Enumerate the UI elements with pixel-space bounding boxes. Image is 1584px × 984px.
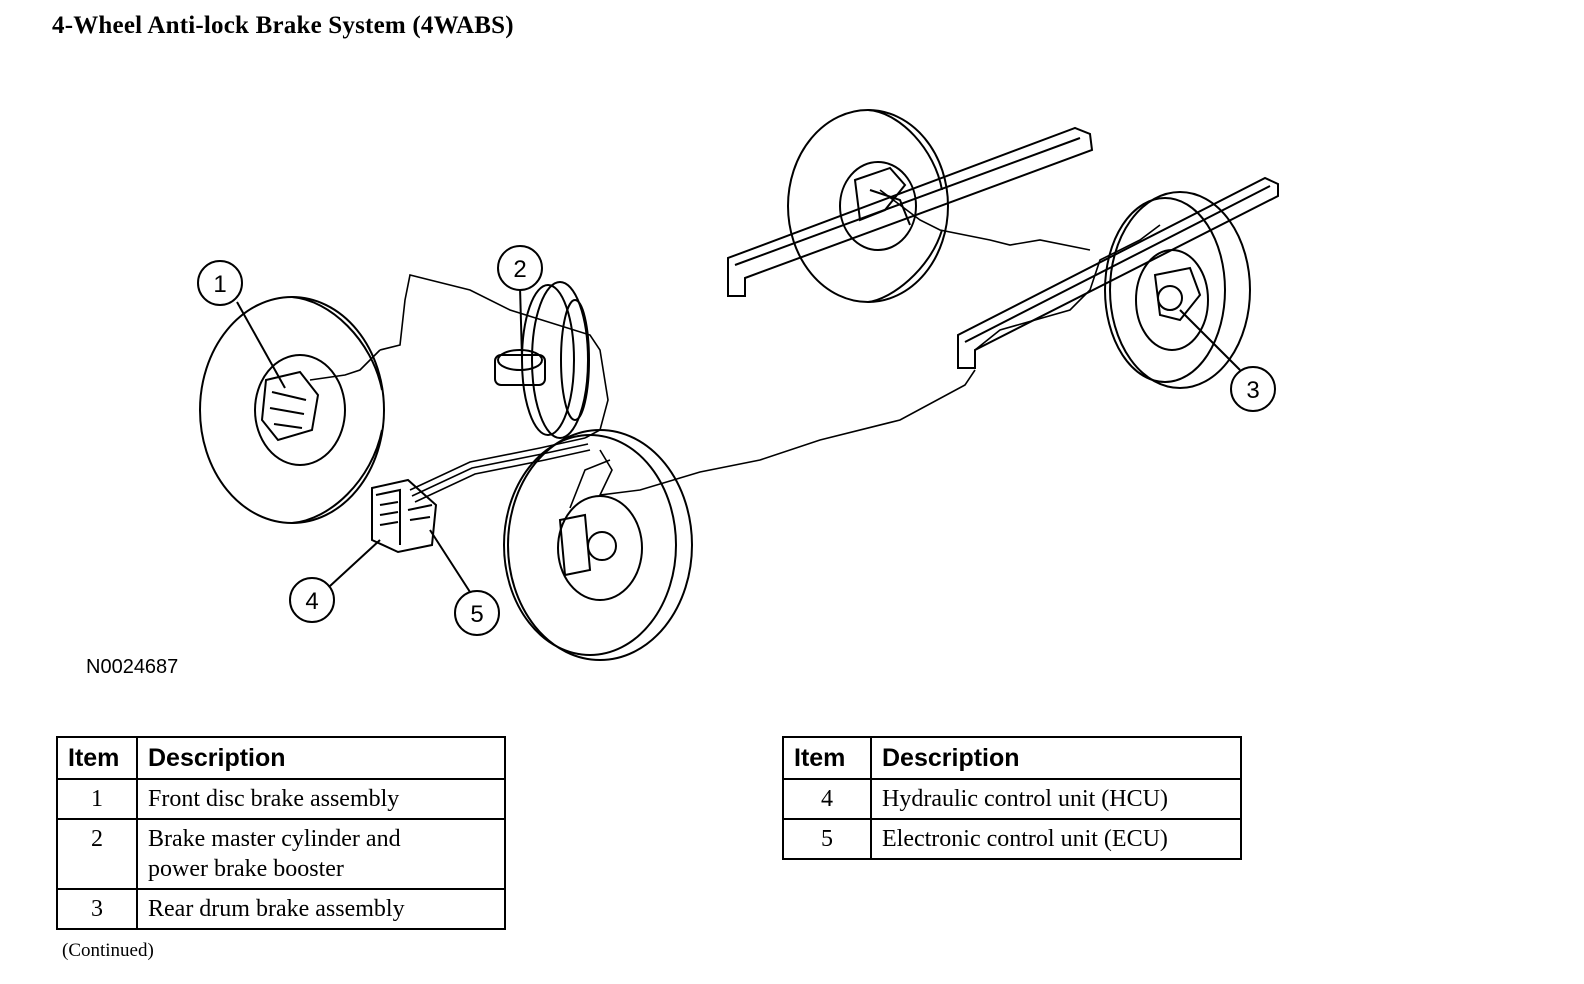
callout-3: 3: [1230, 366, 1276, 412]
header-item: Item: [56, 736, 138, 780]
table-header-row: Item Description: [782, 736, 1242, 780]
callout-4-label: 4: [305, 588, 318, 615]
continued-note: (Continued): [62, 940, 154, 961]
hcu-ecu-module: [371, 478, 438, 554]
item-number: 3: [56, 888, 138, 930]
callout-5: 5: [454, 590, 500, 636]
parts-table-left: Item Description 1 Front disc brake asse…: [56, 736, 506, 930]
master-cylinder-booster: [494, 281, 590, 439]
table-row: 1 Front disc brake assembly: [56, 778, 506, 820]
leader-lines: [236, 286, 1241, 593]
callout-2: 2: [497, 245, 543, 291]
item-description: Electronic control unit (ECU): [870, 818, 1242, 860]
parts-table-right: Item Description 4 Hydraulic control uni…: [782, 736, 1242, 860]
item-description: Brake master cylinder and power brake bo…: [136, 818, 506, 890]
callout-2-label: 2: [513, 256, 526, 283]
table-row: 5 Electronic control unit (ECU): [782, 818, 1242, 860]
callout-3-label: 3: [1246, 377, 1259, 404]
item-number: 4: [782, 778, 872, 820]
table-row: 4 Hydraulic control unit (HCU): [782, 778, 1242, 820]
callout-1-label: 1: [213, 271, 226, 298]
page-title: 4-Wheel Anti-lock Brake System (4WABS): [52, 12, 514, 39]
item-number: 5: [782, 818, 872, 860]
rear-right-wheel: [1104, 191, 1251, 389]
front-left-wheel: [199, 296, 385, 524]
table-header-row: Item Description: [56, 736, 506, 780]
header-item: Item: [782, 736, 872, 780]
callout-1: 1: [197, 260, 243, 306]
item-description: Rear drum brake assembly: [136, 888, 506, 930]
item-description: Front disc brake assembly: [136, 778, 506, 820]
table-row: 3 Rear drum brake assembly: [56, 888, 506, 930]
table-row: 2 Brake master cylinder and power brake …: [56, 818, 506, 890]
brake-lines: [309, 189, 1161, 509]
header-description: Description: [870, 736, 1242, 780]
callout-4: 4: [289, 577, 335, 623]
figure-id: N0024687: [86, 656, 179, 678]
callout-5-label: 5: [470, 601, 483, 628]
header-description: Description: [136, 736, 506, 780]
item-number: 2: [56, 818, 138, 890]
brake-system-illustration: 1 2 3 4 5: [197, 109, 1279, 661]
item-description: Hydraulic control unit (HCU): [870, 778, 1242, 820]
item-number: 1: [56, 778, 138, 820]
rear-frame-rail: [727, 126, 1279, 369]
rear-left-wheel: [787, 109, 949, 303]
